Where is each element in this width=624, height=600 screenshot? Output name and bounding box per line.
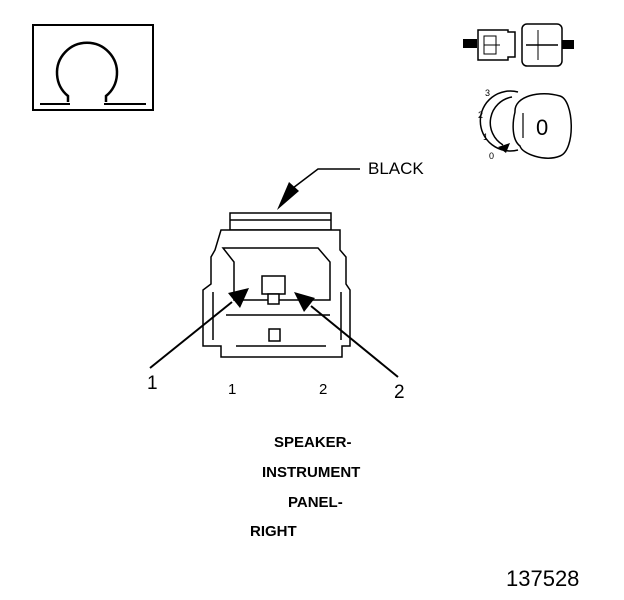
pin-number-2: 2 xyxy=(319,381,328,398)
pin-number-1: 1 xyxy=(228,381,237,398)
color-leader-arrow xyxy=(277,168,360,210)
key-label: 0 xyxy=(536,115,549,140)
key-position-1: 1 xyxy=(483,132,489,142)
figure-number: 137528 xyxy=(506,566,580,591)
caption-line-1: SPEAKER- xyxy=(274,434,352,451)
connector-face xyxy=(202,212,351,358)
ignition-off-icon xyxy=(479,90,572,159)
key-position-0: 0 xyxy=(489,151,495,161)
connector-color-label: BLACK xyxy=(368,159,424,178)
key-position-2: 2 xyxy=(478,110,484,120)
key-position-3: 3 xyxy=(485,88,491,98)
caption-line-3: PANEL- xyxy=(288,494,343,511)
caption-line-2: INSTRUMENT xyxy=(262,464,361,481)
callout-arrow-2 xyxy=(294,292,399,378)
ohm-meter-icon xyxy=(32,24,154,111)
disconnected-connector-icon xyxy=(463,23,574,67)
callout-arrow-1 xyxy=(149,288,249,369)
callout-number-2: 2 xyxy=(394,382,405,403)
callout-number-1: 1 xyxy=(147,373,158,394)
caption-line-4: RIGHT xyxy=(250,523,297,540)
